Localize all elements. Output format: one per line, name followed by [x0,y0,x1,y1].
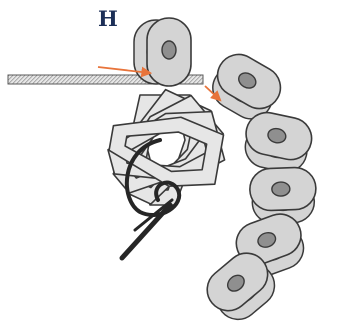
panel-label: H [98,8,118,29]
pulley-icon [134,18,191,86]
